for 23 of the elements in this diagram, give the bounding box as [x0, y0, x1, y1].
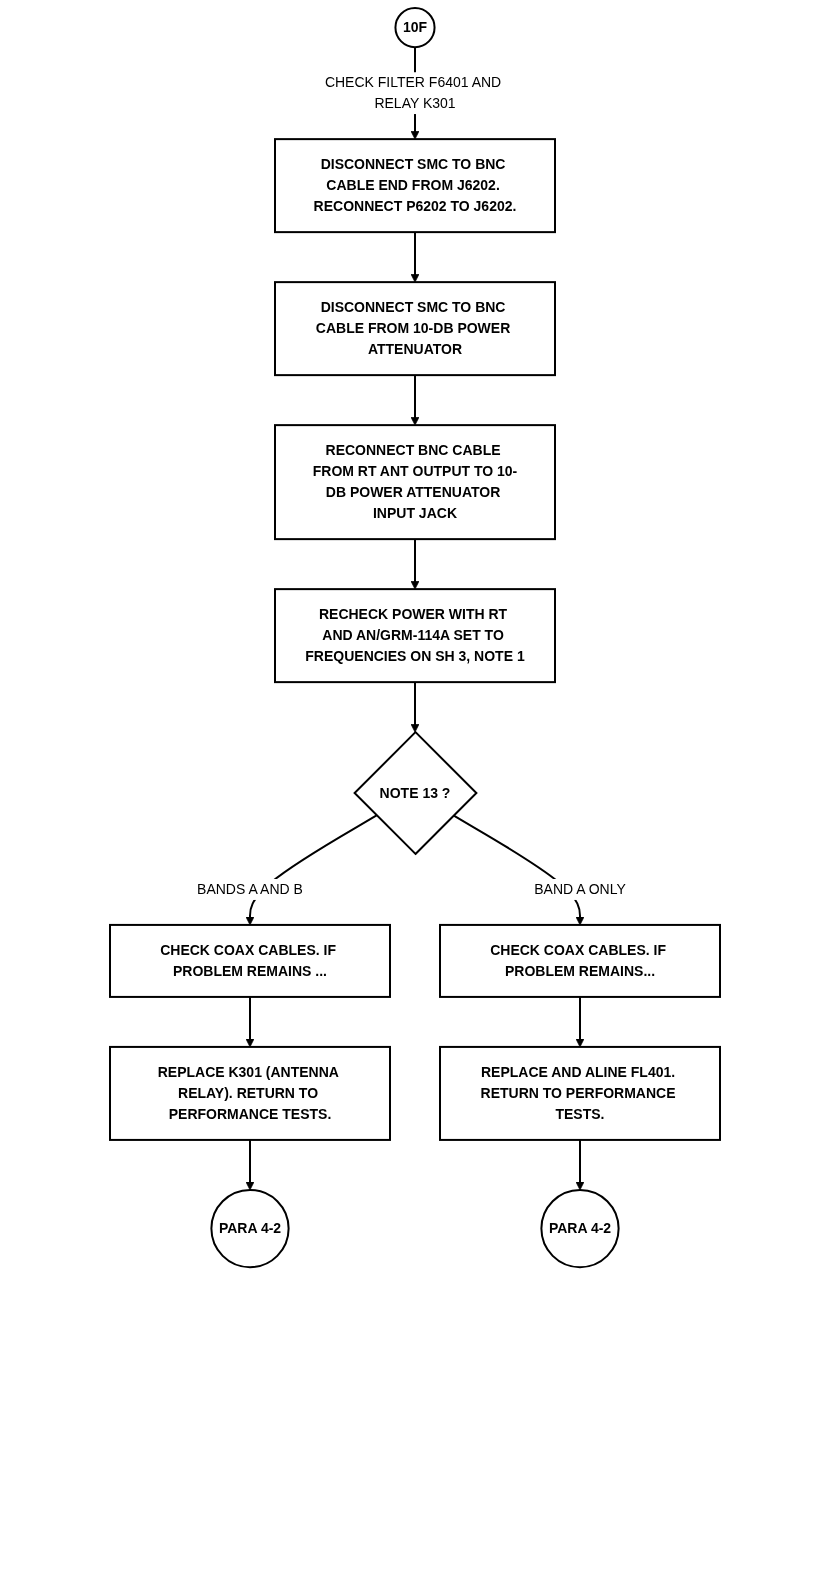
node-box: CHECK COAX CABLES. IF PROBLEM REMAINS...	[438, 923, 721, 998]
arrow	[575, 1138, 584, 1191]
node-diamond: NOTE 13 ?	[352, 730, 478, 856]
node-circle: 10F	[393, 7, 436, 49]
arrow	[410, 538, 419, 590]
arrow	[410, 231, 419, 283]
node-box: DISCONNECT SMC TO BNC CABLE END FROM J6202. RECONNECT P6202 TO J6202.	[273, 138, 556, 234]
arrow	[410, 374, 419, 426]
edge-label: CHECK FILTER F6401 AND RELAY K301	[324, 74, 501, 112]
node-circle: PARA 4-2	[539, 1188, 620, 1269]
node-box: RECONNECT BNC CABLE FROM RT ANT OUTPUT TO 10-DB POWER ATTENUATOR INPUT JACK	[273, 424, 556, 541]
edge-label: BAND A ONLY	[533, 880, 626, 897]
node-box: CHECK COAX CABLES. IF PROBLEM REMAINS ...	[108, 923, 391, 998]
node-box: REPLACE K301 (ANTENNA RELAY). RETURN TO PERFORMANCE TESTS.	[108, 1045, 391, 1141]
node-box: RECHECK POWER WITH RT AND AN/GRM-114A SET TO FREQUENCIES ON SH 3, NOTE 1	[273, 588, 556, 684]
node-box: REPLACE AND ALINE FL401. RETURN TO PERFORMANCE TESTS.	[438, 1045, 721, 1141]
arrow	[245, 995, 254, 1048]
edge-label: BANDS A AND B	[196, 880, 303, 897]
arrow	[245, 1138, 254, 1191]
node-box: DISCONNECT SMC TO BNC CABLE FROM 10-DB POWER ATTENUATOR	[273, 281, 556, 377]
arrow	[575, 995, 584, 1048]
node-circle: PARA 4-2	[209, 1188, 290, 1269]
arrow	[410, 681, 419, 733]
